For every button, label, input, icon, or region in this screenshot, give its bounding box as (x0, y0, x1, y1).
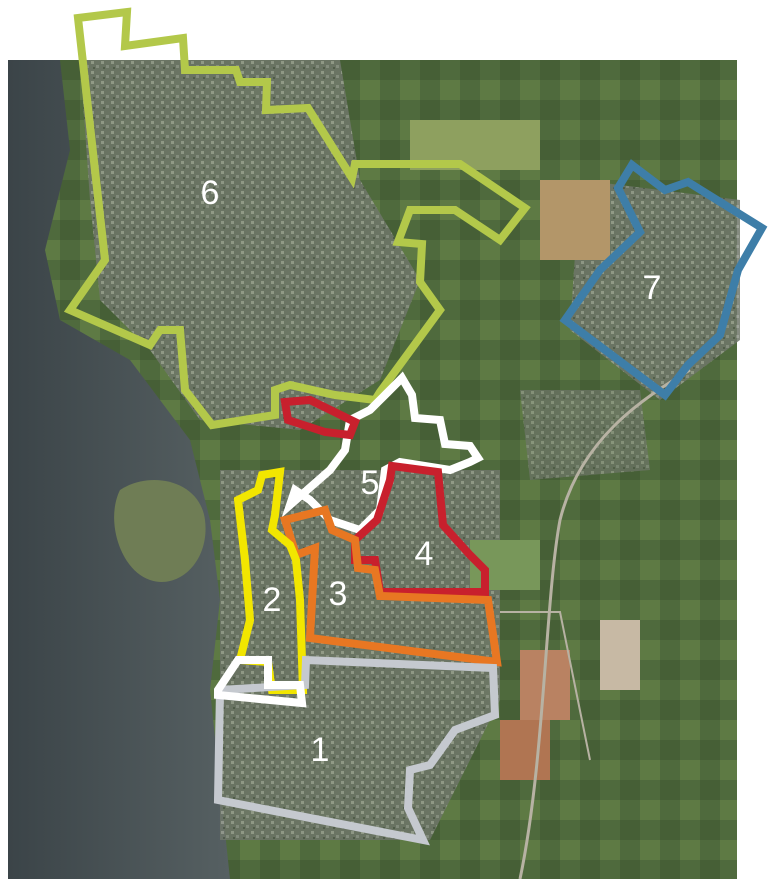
aerial-background (8, 60, 740, 879)
zone-labels: 1 2 3 4 5 6 7 (201, 174, 662, 769)
white-small-outline (214, 656, 307, 708)
zone-7-label: 7 (643, 269, 662, 307)
zone-5-outline[interactable] (281, 371, 484, 535)
zone-1-outline[interactable] (213, 655, 500, 846)
zone-1-label: 1 (311, 731, 330, 769)
zone-2-label: 2 (263, 581, 282, 619)
zone-6-outline[interactable] (63, 7, 531, 430)
zone-4-label: 4 (415, 535, 434, 573)
red-small-outline (280, 395, 361, 440)
zone-outlines (63, 7, 768, 846)
zone-5-label: 5 (361, 464, 380, 502)
zone-3-label: 3 (329, 575, 348, 613)
zone-2-outline[interactable] (233, 467, 308, 694)
zone-6-label: 6 (201, 174, 220, 212)
zone-3-outline[interactable] (279, 505, 502, 667)
zone-7-outline[interactable] (559, 159, 768, 401)
